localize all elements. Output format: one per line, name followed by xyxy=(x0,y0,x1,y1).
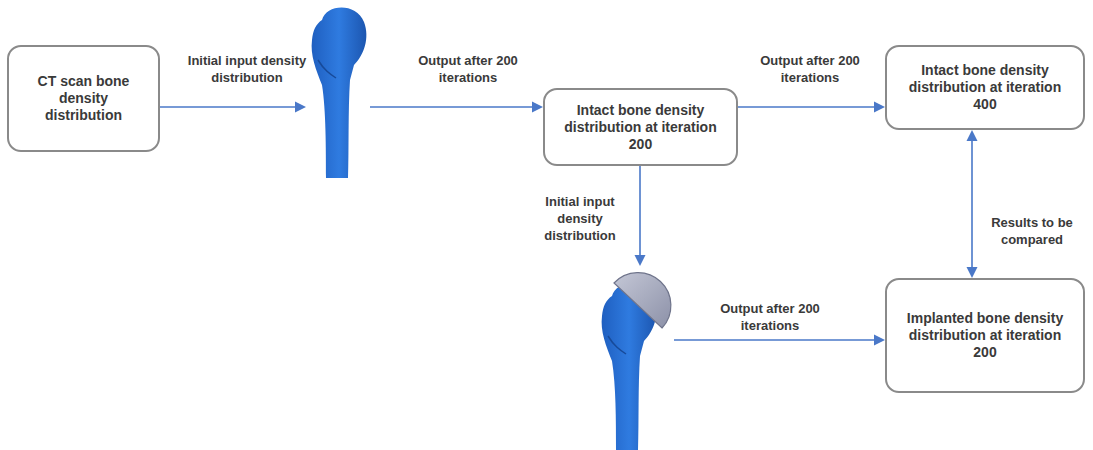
box-label: Intact bone density distribution at iter… xyxy=(563,102,718,153)
box-label: Implanted bone density distribution at i… xyxy=(905,310,1065,361)
edge-label: Initial input density distribution xyxy=(528,193,632,244)
box-label: CT scan bone density distribution xyxy=(27,73,140,124)
bone-contour xyxy=(318,60,336,78)
edge-label: Output after 200 iterations xyxy=(743,52,877,86)
process-box: Intact bone density distribution at iter… xyxy=(885,45,1085,130)
box-content: Intact bone density distribution at iter… xyxy=(905,62,1065,113)
flow-arrow xyxy=(160,102,543,113)
humerus-bone xyxy=(312,8,367,179)
step-label: Output after 200 iterations xyxy=(400,52,536,86)
process-box: CT scan bone density distribution xyxy=(7,45,160,152)
flow-arrow xyxy=(635,166,886,346)
intact-humerus xyxy=(312,8,367,179)
step-label: Output after 200 iterations xyxy=(700,300,840,334)
flow-arrow xyxy=(967,130,978,278)
box-label: Intact bone density distribution at iter… xyxy=(905,62,1065,113)
bone-contour xyxy=(608,336,626,354)
process-box: Intact bone density distribution at iter… xyxy=(543,88,738,166)
flow-arrow xyxy=(738,102,885,113)
box-content: Intact bone density distribution at iter… xyxy=(563,102,718,153)
box-content: Implanted bone density distribution at i… xyxy=(905,310,1065,361)
edge-label: Initial input density distribution xyxy=(172,52,322,86)
implant-head xyxy=(614,273,671,328)
process-box: Implanted bone density distribution at i… xyxy=(885,278,1085,393)
implanted-humerus xyxy=(602,273,671,450)
edge-label: Results to be compared xyxy=(982,214,1082,248)
box-content: CT scan bone density distribution xyxy=(27,73,140,124)
